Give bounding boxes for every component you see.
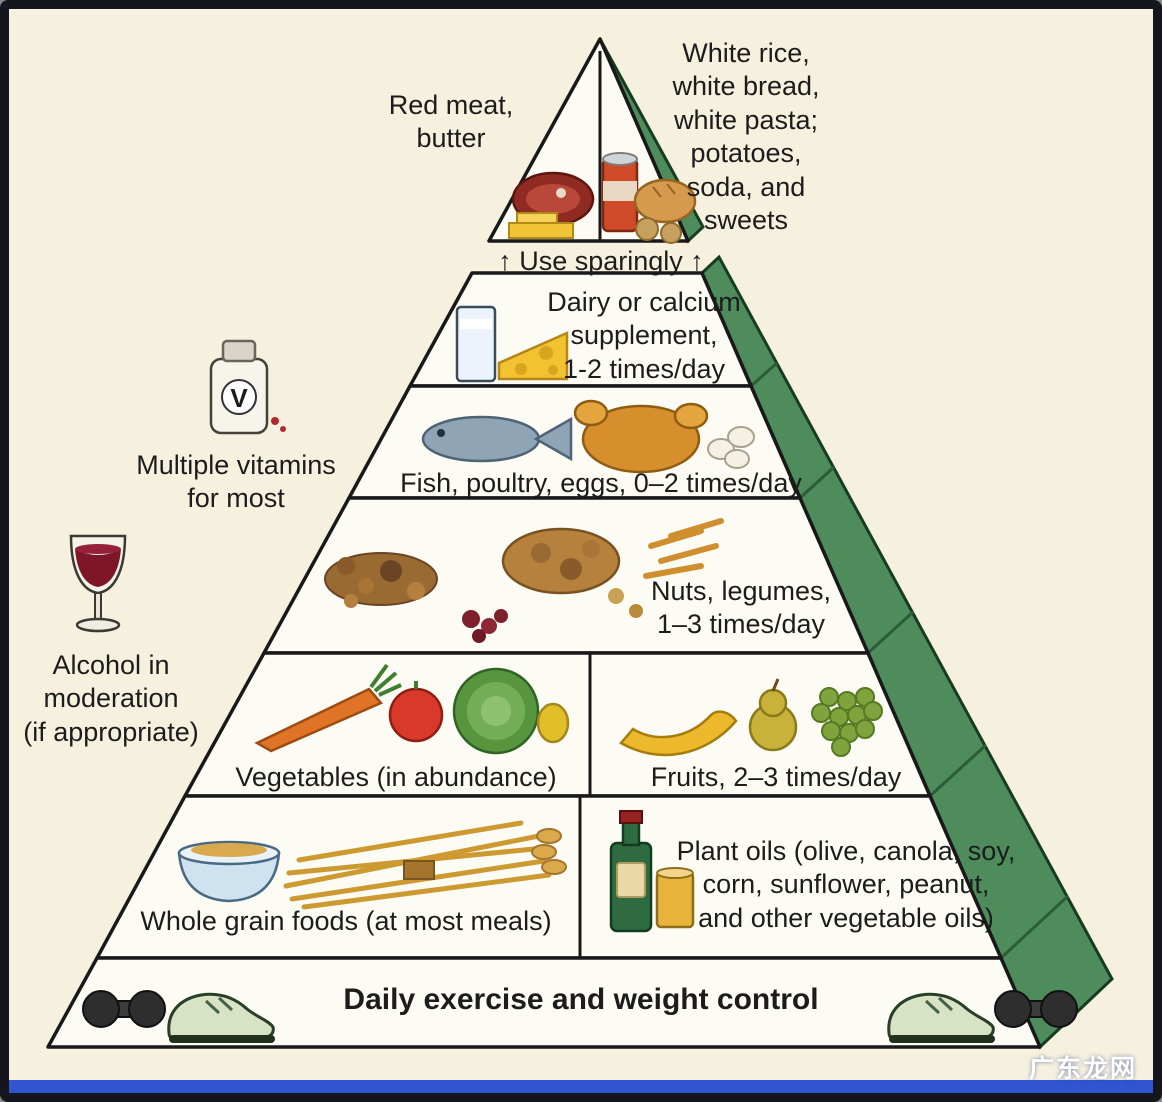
pyramid-illustration: V: [46, 37, 1114, 1050]
fish-icon: [421, 415, 573, 463]
alcohol-note: Alcohol in moderation (if appropriate): [23, 650, 199, 747]
oil-glass-icon: [655, 867, 695, 929]
cheese-icon: [497, 331, 569, 381]
pear-icon: [748, 678, 798, 752]
bread-icon: [633, 178, 697, 224]
vitamin-letter: V: [230, 383, 248, 413]
watermark: 广东龙网: [1028, 1055, 1137, 1083]
milk-glass-icon: [455, 305, 497, 383]
butter-icon: [508, 212, 574, 239]
tier-exercise: [46, 956, 1042, 1049]
roast-chicken-icon: [573, 399, 709, 474]
exercise-label: Daily exercise and weight control: [343, 983, 819, 1016]
dumbbell-right-icon: [994, 990, 1078, 1028]
fruits-label: Fruits, 2–3 times/day: [650, 762, 902, 792]
carrot-icon: [254, 663, 402, 753]
use-sparingly-caption: ↑ Use sparingly ↑: [498, 246, 704, 276]
vitamin-bottle-icon: V: [209, 339, 286, 435]
wheat-sheaf-icon: [283, 820, 567, 910]
apex-left-label: Red meat, butter: [388, 90, 514, 154]
lettuce-icon: [452, 667, 570, 755]
oil-bottle-icon: [609, 810, 653, 933]
apex-right-label: White rice, white bread, white pasta; po…: [672, 38, 820, 236]
nuts-label: Nuts, legumes, 1–3 times/day: [650, 576, 832, 640]
dairy-label: Dairy or calcium supplement, 1-2 times/d…: [547, 287, 741, 384]
grapes-icon: [811, 687, 883, 757]
dumbbell-left-icon: [82, 990, 166, 1028]
potatoes-icon: [635, 217, 682, 244]
sneaker-left-icon: [167, 992, 275, 1043]
banana-icon: [619, 710, 738, 757]
eggs-icon: [707, 426, 755, 469]
plant-oils-label: Plant oils (olive, canola, soy, corn, su…: [676, 836, 1016, 933]
vitamins-note: Multiple vitamins for most: [136, 450, 336, 514]
nuts-legumes-icon: [324, 518, 724, 643]
fish-label: Fish, poultry, eggs, 0–2 times/day: [400, 468, 802, 498]
grain-bowl-icon: [177, 840, 281, 903]
whole-grains-label: Whole grain foods (at most meals): [140, 906, 552, 936]
bottom-blue-strip: [9, 1080, 1153, 1093]
vegetables-label: Vegetables (in abundance): [235, 762, 557, 792]
wine-glass-icon: [69, 534, 127, 633]
soda-can-icon: [601, 152, 639, 233]
tomato-icon: [388, 681, 444, 743]
sneaker-right-icon: [887, 992, 995, 1043]
